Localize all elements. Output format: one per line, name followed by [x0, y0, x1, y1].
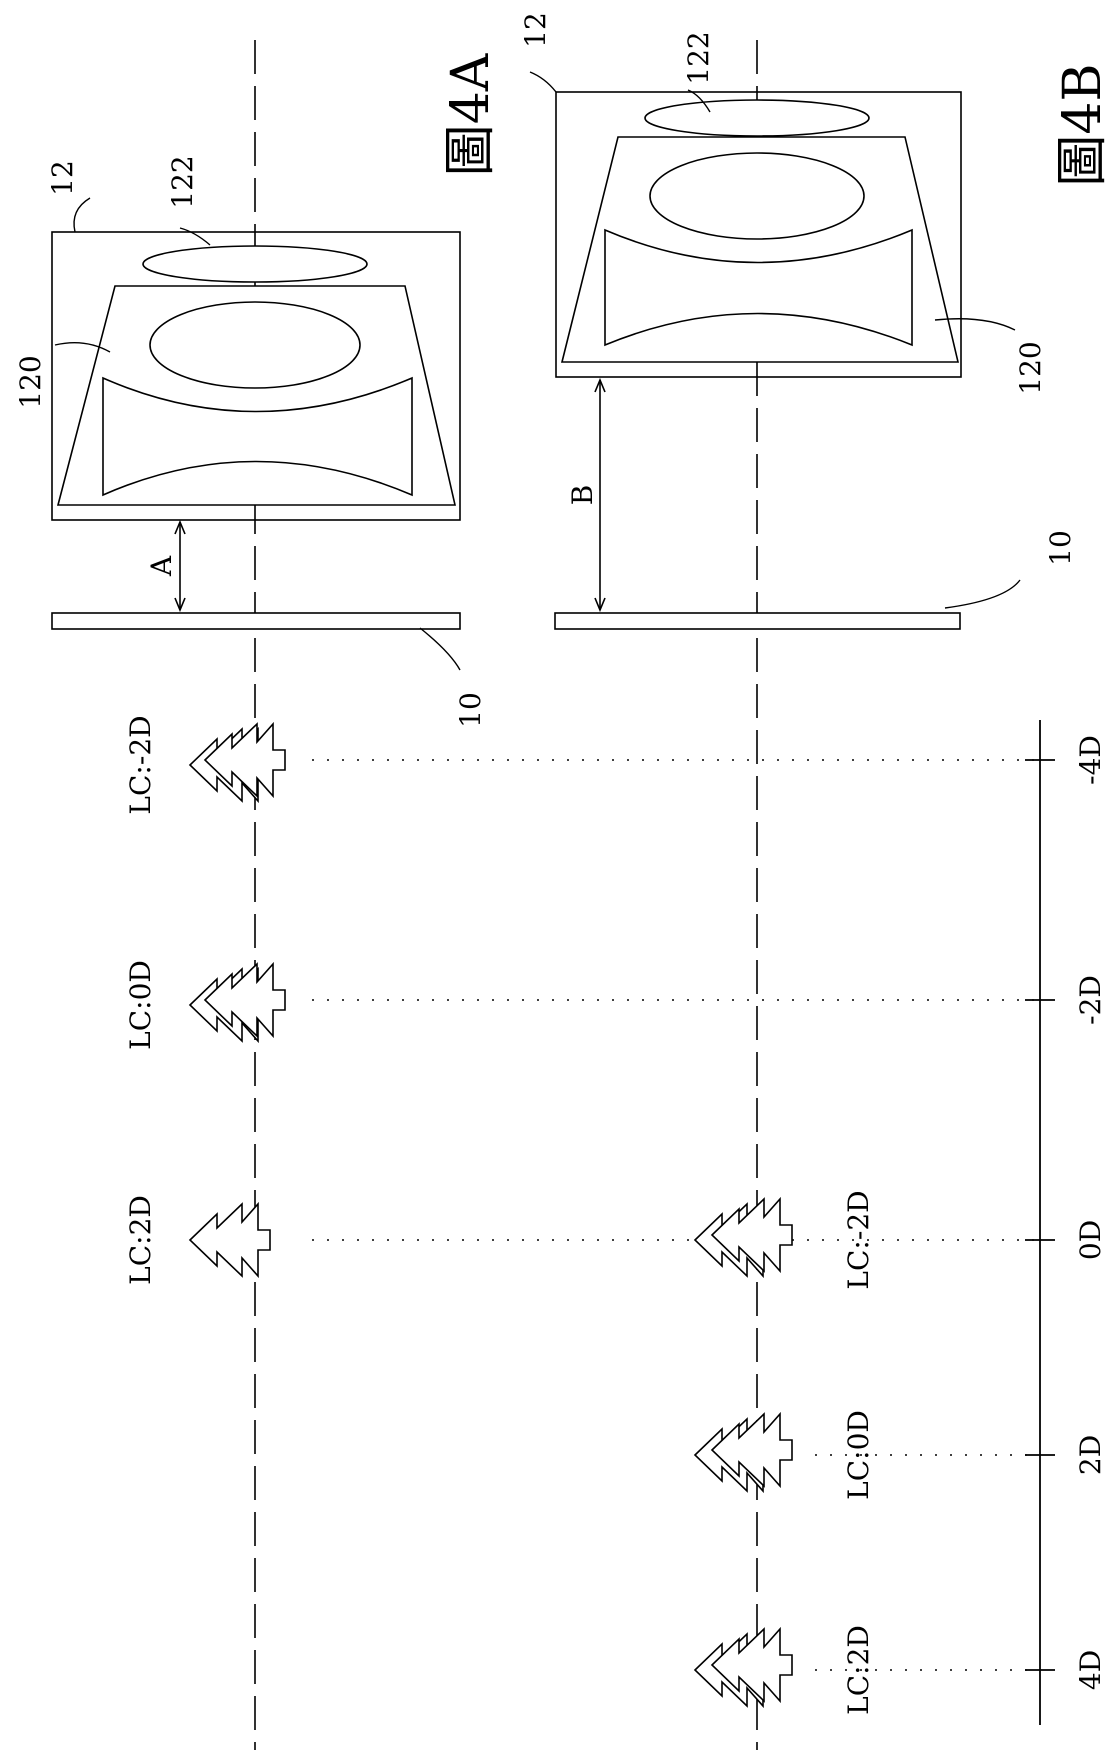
liquid-crystal-lens-122 — [644, 99, 870, 137]
svg-text:-4D: -4D — [1074, 735, 1107, 785]
svg-text:4D: 4D — [1074, 1650, 1107, 1690]
dioptre-scale: -4D -2D 0D 2D 4D — [1025, 720, 1107, 1725]
scale-tick-minus4d: -4D — [1025, 735, 1107, 785]
housing-12 — [51, 231, 461, 521]
lens-concave — [102, 376, 413, 497]
label-10-4b: 10 — [1044, 530, 1077, 566]
image-4a-lc-0d: LC:0D — [124, 960, 286, 1050]
label-10-4a: 10 — [454, 692, 487, 728]
image-4a-lc-minus2d: LC:-2D — [124, 715, 286, 815]
image-4b-lc-0d: LC:0D — [694, 1410, 875, 1500]
label-122-4a: 122 — [166, 155, 199, 208]
lc-label: LC:0D — [124, 960, 157, 1050]
lc-label: LC:0D — [842, 1410, 875, 1500]
scale-tick-0d: 0D — [1025, 1220, 1107, 1260]
svg-text:2D: 2D — [1074, 1435, 1107, 1475]
lc-label: LC:-2D — [842, 1190, 875, 1289]
figure-title-4b: 圖4B — [1053, 63, 1113, 186]
sensor-10 — [554, 612, 961, 630]
liquid-crystal-lens-122 — [142, 245, 368, 283]
gap-label-b: B — [566, 485, 599, 506]
svg-text:0D: 0D — [1074, 1220, 1107, 1260]
label-120-4b: 120 — [1014, 341, 1047, 394]
gap-label-a: A — [145, 555, 178, 577]
image-4b-lc-2d: LC:2D — [694, 1625, 875, 1715]
lens-convex — [649, 152, 865, 240]
label-12-4b: 12 — [519, 12, 552, 48]
lc-label: LC:2D — [842, 1625, 875, 1715]
scale-tick-4d: 4D — [1025, 1650, 1107, 1690]
figure-4b: B 12 122 120 10 圖4B LC:-2D LC:0D LC:2D — [519, 12, 1113, 1750]
lc-label: LC:2D — [124, 1195, 157, 1285]
label-122-4b: 122 — [682, 31, 715, 84]
image-4b-lc-minus2d: LC:-2D — [694, 1190, 875, 1290]
scale-tick-minus2d: -2D — [1025, 975, 1107, 1025]
lc-label: LC:-2D — [124, 715, 157, 814]
label-12-4a: 12 — [46, 160, 79, 196]
scale-tick-2d: 2D — [1025, 1435, 1107, 1475]
label-120-4a: 120 — [14, 355, 47, 408]
image-4a-lc-2d: LC:2D — [124, 1195, 271, 1285]
lens-convex — [149, 301, 361, 389]
svg-text:-2D: -2D — [1074, 975, 1107, 1025]
figure-title-4a: 圖4A — [441, 52, 501, 176]
lens-concave — [604, 228, 913, 347]
figure-4a: A 12 122 120 10 圖4A LC:-2D LC:0D LC:2D — [14, 40, 1038, 1750]
housing-12 — [555, 91, 962, 378]
sensor-10 — [51, 612, 461, 630]
